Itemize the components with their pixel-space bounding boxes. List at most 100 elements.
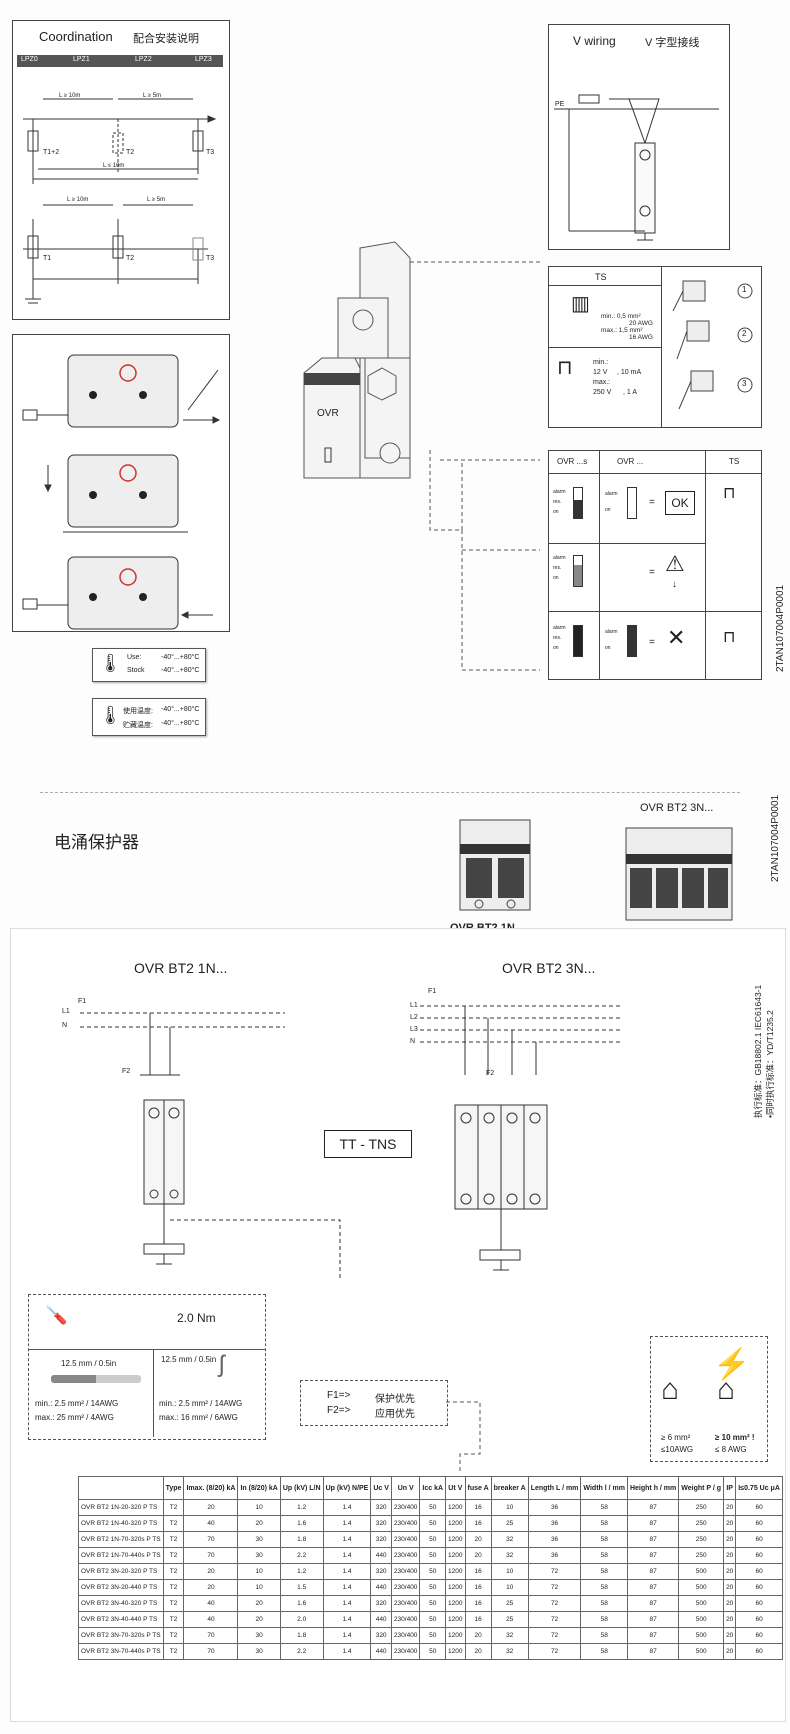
spec-cell: 10 — [237, 1563, 281, 1580]
status-col-line-1 — [599, 451, 600, 679]
spec-cell: 1200 — [445, 1595, 466, 1612]
indicator-label-on: on — [605, 507, 611, 513]
wiring-title-1n: OVR BT2 1N... — [134, 960, 228, 976]
spec-cell: 50 — [419, 1627, 447, 1644]
coord-bottom-label-t1: T1 — [43, 255, 52, 262]
pe-label: PE — [555, 101, 565, 108]
spec-cell: 36 — [527, 1547, 582, 1564]
spec-cell: 1.4 — [322, 1515, 372, 1532]
ts-step-illustration — [672, 280, 753, 410]
spec-header-cell: Icc kA — [419, 1476, 447, 1500]
coord-top-label-t12: T1+2 — [43, 149, 60, 156]
spec-header-cell: Up (kV) N/PE — [322, 1476, 372, 1500]
spec-cell: 230/400 — [390, 1531, 421, 1548]
spec-cell: 16 — [464, 1579, 492, 1596]
ts-relay-icon: ⊓ — [557, 357, 573, 379]
spec-cell: 230/400 — [390, 1643, 421, 1660]
spec-cell: 50 — [419, 1499, 447, 1516]
spec-cell: 1200 — [445, 1611, 466, 1628]
coord-top-dist2: L ≥ 5m — [143, 93, 162, 99]
spec-cell: 1200 — [445, 1563, 466, 1580]
indicator-label-alarm: alarm — [553, 555, 566, 561]
spec-cell: 32 — [490, 1547, 529, 1564]
coord-bottom-label-t2: T2 — [126, 255, 135, 262]
indicator-label-alarm: alarm — [553, 625, 566, 631]
spec-cell: 50 — [419, 1531, 447, 1548]
spec-cell: 58 — [580, 1515, 628, 1532]
spec-cell: 60 — [735, 1563, 783, 1580]
spec-cell: 1200 — [445, 1579, 466, 1596]
spec-header-cell: Ut V — [445, 1476, 466, 1500]
spec-cell: 20 — [183, 1563, 239, 1580]
ts-connector-icon: ▥ — [571, 293, 590, 315]
coordination-title: Coordination — [39, 29, 113, 44]
spec-cell: 1200 — [445, 1627, 466, 1644]
spec-cell: T2 — [162, 1515, 185, 1532]
status-indicator-ovr-red — [627, 625, 637, 657]
wire-strip-1 — [51, 1375, 141, 1383]
spec-cell: 60 — [735, 1547, 783, 1564]
din-rail-installation-illustration — [22, 354, 221, 630]
spec-cell: 250 — [678, 1499, 725, 1516]
system-type-box: TT - TNS — [324, 1130, 412, 1158]
installation-steps-panel — [12, 334, 230, 632]
status-indicator-panel: OVR ...s OVR ... TS alarm res. on alarm … — [548, 450, 762, 680]
ts-divider-h — [549, 347, 661, 348]
ts-step-1: 1 — [742, 285, 747, 294]
v-wiring-title-cn: V 字型接线 — [645, 37, 700, 49]
spec-cell: 1.4 — [322, 1643, 372, 1660]
ts-title: TS — [595, 272, 607, 282]
spec-cell: 320 — [370, 1499, 392, 1516]
spec-cell: T2 — [162, 1611, 185, 1628]
min-size-2: min.: 2.5 mm² / 14AWG — [159, 1399, 243, 1408]
spec-cell: 58 — [580, 1499, 628, 1516]
spec-cell: 230/400 — [390, 1499, 421, 1516]
spec-cell: 87 — [626, 1595, 680, 1612]
lpz-zone-bar: LPZ0 LPZ1 LPZ2 LPZ3 — [17, 55, 223, 67]
model-cell: OVR BT2 1N-40-320 P TS — [78, 1515, 164, 1532]
spec-cell: 1200 — [445, 1547, 466, 1564]
screwdriver-icon: 🪛 — [45, 1305, 68, 1325]
spec-cell: 70 — [183, 1627, 239, 1644]
strip-length-2: 12.5 mm / 0.5in — [161, 1355, 217, 1364]
spec-cell: 87 — [626, 1563, 680, 1580]
spec-cell: 1200 — [445, 1499, 466, 1516]
model-cell: OVR BT2 3N-40-320 P TS — [78, 1595, 164, 1612]
spec-cell: 1.5 — [279, 1579, 324, 1596]
wiring-diagram — [80, 1005, 620, 1280]
spec-cell: 16 — [464, 1611, 492, 1628]
spec-cell: 1.4 — [322, 1627, 372, 1644]
spec-cell: 72 — [527, 1611, 582, 1628]
spec-cell: 1.4 — [322, 1611, 372, 1628]
indicator-label-alarm: alarm — [605, 629, 618, 635]
spec-cell: T2 — [162, 1627, 185, 1644]
spec-header-cell: fuse A — [464, 1476, 492, 1500]
ts-terminal-icon: ⊓ — [723, 485, 736, 502]
spec-cell: 50 — [419, 1579, 447, 1596]
ts-rating-1a: , 1 A — [623, 389, 638, 396]
coord-top-dist3: L ≤ 10m — [103, 163, 125, 169]
equals-sign: = — [649, 497, 655, 508]
spec-cell: 20 — [464, 1643, 492, 1660]
spec-cell: 320 — [370, 1515, 392, 1532]
use-value-cn: -40°...+80°C — [161, 706, 200, 713]
line-label-3n-l2: L2 — [410, 1014, 418, 1021]
line-label-3n-n: N — [410, 1038, 416, 1045]
spec-cell: 10 — [490, 1563, 529, 1580]
replace-cartridge-icon: ✕ — [667, 625, 686, 650]
spec-cell: 1.8 — [279, 1627, 324, 1644]
spec-cell: 500 — [678, 1595, 725, 1612]
line-label-3n-l3: L3 — [410, 1026, 418, 1033]
spec-cell: 87 — [626, 1611, 680, 1628]
spec-cell: T2 — [162, 1563, 185, 1580]
indicator-label-on: on — [553, 575, 559, 581]
status-indicator-ovr — [627, 487, 637, 519]
ts-rating-max: max.: — [593, 379, 611, 386]
temperature-box-cn: 🌡 使用温度: -40°...+80°C 贮藏温度: -40°...+80°C — [92, 698, 206, 736]
